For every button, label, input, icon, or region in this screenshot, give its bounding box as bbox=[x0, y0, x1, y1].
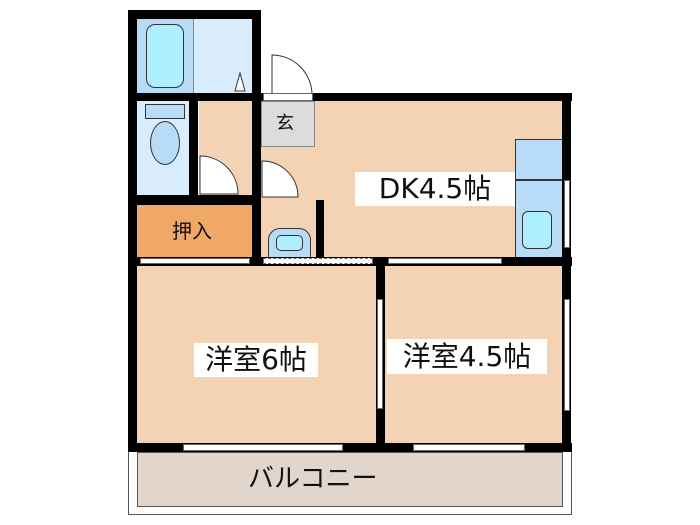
dk-door-icon bbox=[261, 160, 299, 198]
western-room-6-label: 洋室6帖 bbox=[194, 343, 318, 377]
wall-toilet-right bbox=[189, 101, 198, 205]
kitchen-sink-icon bbox=[522, 211, 552, 249]
washroom-door-icon bbox=[234, 71, 246, 92]
dk-room-sliding-door bbox=[388, 258, 502, 264]
dk-window bbox=[564, 180, 570, 248]
kitchen-counter bbox=[515, 139, 563, 180]
room45-balcony-window bbox=[413, 444, 525, 451]
wall-right bbox=[562, 93, 571, 452]
room6-balcony-window bbox=[183, 444, 343, 451]
western-room-4-5-label: 洋室4.5帖 bbox=[387, 339, 547, 374]
entrance bbox=[261, 101, 315, 147]
washroom bbox=[193, 19, 254, 93]
wall-closet-top bbox=[128, 195, 261, 205]
closet bbox=[137, 205, 253, 257]
sink-sliding-door bbox=[263, 258, 373, 264]
dk-label: DK4.5帖 bbox=[355, 172, 515, 206]
toilet-door-icon bbox=[199, 155, 239, 195]
entrance-door-icon bbox=[271, 54, 313, 96]
balcony-floor bbox=[137, 452, 563, 507]
balcony-label: バルコニー bbox=[248, 464, 378, 494]
sink-basin-icon bbox=[276, 235, 303, 251]
partition-wall bbox=[316, 200, 324, 258]
entrance-label: 玄 bbox=[276, 113, 294, 134]
room45-side-window bbox=[564, 299, 570, 411]
wall-top-dk bbox=[252, 93, 572, 101]
bathtub-icon bbox=[146, 24, 184, 88]
wall-top-bath bbox=[128, 10, 261, 19]
closet-label: 押入 bbox=[172, 219, 212, 243]
divider-sliding-door bbox=[377, 299, 383, 409]
toilet-tank-icon bbox=[145, 104, 185, 119]
wall-bottom bbox=[128, 443, 572, 452]
wall-bath-right bbox=[252, 10, 261, 266]
wall-left bbox=[128, 10, 137, 452]
closet-sliding-door bbox=[140, 258, 250, 264]
toilet-bowl-icon bbox=[150, 121, 180, 165]
dk-entrance-door-gap bbox=[263, 93, 313, 101]
wall-bath-bottom bbox=[128, 93, 261, 101]
